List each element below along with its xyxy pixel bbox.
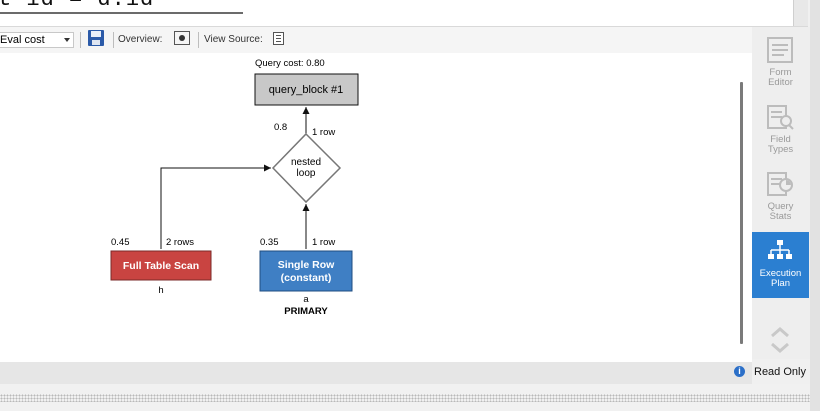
query-stats-icon (767, 172, 793, 196)
editor-divider (0, 26, 808, 27)
single-row-key: PRIMARY (284, 306, 328, 317)
full-scan-label: Full Table Scan (123, 260, 199, 272)
grip-dots[interactable] (0, 394, 812, 402)
panel-scroll-chevrons-icon[interactable] (767, 325, 793, 355)
form-editor-icon (767, 37, 793, 63)
form-editor-line1: Form (769, 67, 792, 78)
toolbar-separator (80, 32, 81, 48)
editor-scrollbar[interactable] (793, 0, 808, 27)
query-stats-line2: Stats (769, 211, 792, 222)
info-icon: i (734, 366, 745, 377)
execution-plan-canvas[interactable]: Query cost: 0.80 query_block #1 0.8 1 ro… (0, 53, 752, 362)
view-source-label: View Source: (204, 34, 263, 45)
query-cost-label: Query cost: 0.80 (255, 58, 325, 69)
single-row-table: a (303, 294, 309, 305)
canvas-bottom-strip (0, 362, 752, 384)
overview-label: Overview: (118, 34, 163, 45)
edge-scan-to-nested (160, 164, 271, 249)
query-block-label: query_block #1 (269, 84, 344, 96)
field-types-icon (767, 105, 794, 130)
single-row-rows: 1 row (312, 237, 335, 248)
full-scan-table: h (158, 285, 163, 296)
toolbar-separator (198, 32, 199, 48)
query-stats-line1: Query (767, 201, 794, 212)
editor-underline (0, 12, 243, 14)
canvas-scrollbar[interactable] (740, 82, 743, 344)
toolbar-separator (113, 32, 114, 48)
overview-icon[interactable] (174, 31, 190, 45)
nested-cost-label: 0.8 (274, 122, 287, 133)
field-types-line2: Types (767, 144, 794, 155)
save-icon[interactable] (88, 30, 104, 46)
single-row-line1: Single Row (278, 259, 335, 271)
full-scan-cost: 0.45 (111, 237, 130, 248)
window-right-edge (810, 0, 820, 411)
execution-plan-line2: Plan (770, 278, 790, 289)
view-mode-value: Eval cost (0, 34, 45, 46)
nested-rows-label: 1 row (312, 127, 335, 138)
bottom-bar (0, 384, 820, 411)
read-only-status: Read Only (754, 366, 806, 378)
full-table-scan-node[interactable]: Full Table Scan (110, 250, 212, 281)
plan-diagram: Query cost: 0.80 query_block #1 0.8 1 ro… (110, 58, 359, 317)
single-row-cost: 0.35 (260, 237, 279, 248)
nested-loop-node[interactable]: nested loop (271, 132, 342, 204)
plan-toolbar: Eval cost Overview: View Source: (0, 27, 752, 53)
single-row-node[interactable]: Single Row (constant) (259, 250, 353, 292)
sql-editor-strip[interactable]: t id = d.id (0, 0, 808, 27)
chevron-down-icon[interactable] (64, 38, 70, 42)
sql-text[interactable]: t id = d.id (0, 0, 154, 12)
query-block-node[interactable]: query_block #1 (254, 73, 359, 106)
nested-loop-line1: nested (291, 157, 321, 168)
single-row-line2: (constant) (281, 272, 332, 284)
form-editor-line2: Editor (768, 77, 793, 88)
execution-plan-icon (768, 240, 792, 259)
full-scan-rows: 2 rows (166, 237, 194, 248)
field-types-line1: Field (770, 134, 791, 145)
view-source-icon[interactable] (273, 32, 284, 45)
nested-loop-line2: loop (297, 168, 316, 179)
view-mode-select[interactable]: Eval cost (0, 32, 74, 48)
execution-plan-line1: Execution (759, 268, 802, 279)
